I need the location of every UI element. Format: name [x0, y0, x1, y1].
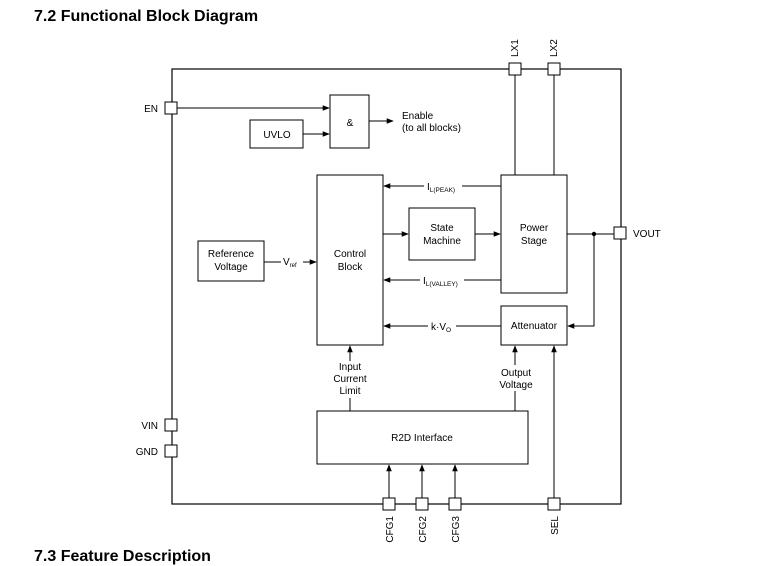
state-machine-block: State Machine	[408, 207, 476, 261]
pin-lx1-label: LX1	[510, 39, 521, 57]
power-stage-line1: Power	[520, 223, 549, 234]
reference-voltage-line1: Reference	[208, 249, 255, 260]
pin-gnd: GND	[136, 444, 178, 458]
device-boundary	[171, 68, 622, 505]
pin-cfg1-label: CFG1	[385, 516, 396, 543]
pin-en-label: EN	[144, 104, 158, 115]
vref-label: Vref	[283, 257, 297, 269]
section-heading: 7.2 Functional Block Diagram	[34, 8, 259, 25]
reference-voltage-block: Reference Voltage	[197, 240, 265, 282]
vout-to-attenuator-wire	[567, 234, 595, 329]
attenuator-block: Attenuator	[500, 305, 568, 346]
power-stage-block: Power Stage	[500, 174, 568, 294]
enable-label-line1: Enable	[402, 111, 434, 122]
input-current-limit-line3: Limit	[339, 386, 360, 397]
pin-lx2: LX2	[547, 39, 561, 76]
pin-cfg3: CFG3	[448, 497, 462, 543]
and-gate-label: &	[347, 118, 354, 129]
kvo-label: k·VO	[431, 322, 451, 334]
pin-sel-label: SEL	[550, 516, 561, 535]
control-block-line1: Control	[334, 249, 366, 260]
pin-cfg3-label: CFG3	[451, 516, 462, 543]
pin-lx2-label: LX2	[549, 39, 560, 57]
reference-voltage-line2: Voltage	[214, 262, 248, 273]
uvlo-label: UVLO	[263, 130, 290, 141]
enable-label-line2: (to all blocks)	[402, 123, 461, 134]
and-gate: &	[329, 94, 370, 149]
pin-cfg2-label: CFG2	[418, 516, 429, 543]
pin-vin-label: VIN	[141, 421, 158, 432]
pin-vout: VOUT	[613, 226, 661, 240]
control-block-line2: Block	[338, 262, 363, 273]
power-stage-line2: Stage	[521, 236, 548, 247]
pin-cfg2: CFG2	[415, 497, 429, 543]
r2d-interface-block: R2D Interface	[316, 410, 529, 465]
attenuator-label: Attenuator	[511, 321, 558, 332]
pin-lx1: LX1	[508, 39, 522, 76]
next-section-heading: 7.3 Feature Description	[34, 548, 211, 565]
pin-sel: SEL	[547, 497, 561, 535]
state-machine-line2: Machine	[423, 236, 461, 247]
output-voltage-line2: Voltage	[499, 380, 533, 391]
il-peak-label: IL(PEAK)	[427, 182, 455, 194]
control-block: Control Block	[316, 174, 384, 346]
input-current-limit-line2: Current	[333, 374, 367, 385]
r2d-interface-label: R2D Interface	[391, 433, 453, 444]
output-voltage-line1: Output	[501, 368, 531, 379]
pin-gnd-label: GND	[136, 447, 158, 458]
pin-en: EN	[144, 101, 178, 115]
uvlo-block: UVLO	[249, 119, 304, 149]
input-current-limit-line1: Input	[339, 362, 361, 373]
il-valley-label: IL(VALLEY)	[423, 276, 458, 288]
pin-cfg1: CFG1	[382, 497, 396, 543]
pin-vin: VIN	[141, 418, 178, 432]
state-machine-line1: State	[430, 223, 454, 234]
pin-vout-label: VOUT	[633, 229, 661, 240]
